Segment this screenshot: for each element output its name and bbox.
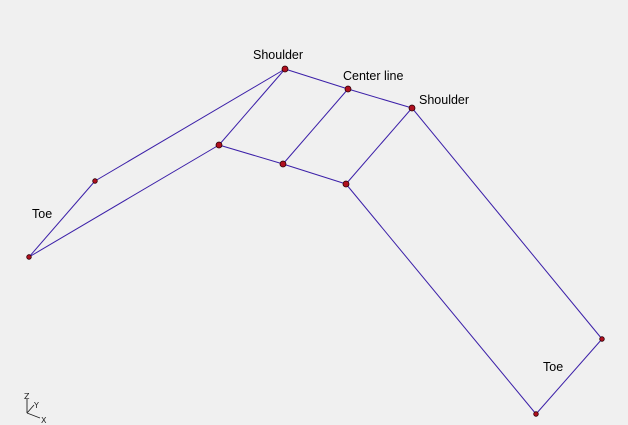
axis-triad-z-label: Z	[24, 392, 30, 401]
edge-shoulder-left-to-centerline	[284, 68, 349, 90]
axis-triad-x-line	[26, 412, 41, 419]
node-outer-left[interactable]	[92, 178, 98, 184]
node-inner-mid[interactable]	[279, 160, 287, 168]
edge-shoulder-right-to-toe-right	[411, 107, 603, 340]
mesh-nodes[interactable]	[26, 65, 605, 417]
edge-toe-left-to-inner	[28, 144, 220, 258]
axis-triad-y-label: Y	[33, 401, 39, 410]
mesh-edges	[28, 68, 603, 415]
node-toe-left[interactable]	[26, 254, 32, 260]
node-toe-right-bottom[interactable]	[533, 411, 539, 417]
label-shoulder-right: Shoulder	[419, 93, 469, 107]
node-centerline-top[interactable]	[344, 85, 352, 93]
axis-triad-x-label: X	[41, 416, 47, 425]
edge-tie-shoulder-left	[218, 68, 286, 146]
node-toe-right-top[interactable]	[599, 336, 605, 342]
node-shoulder-left[interactable]	[281, 65, 289, 73]
edge-tie-shoulder-right	[345, 107, 413, 185]
node-inner-left[interactable]	[215, 141, 223, 149]
axis-triad: Z Y X	[24, 392, 47, 425]
edge-inner-right-to-toe-bottom	[345, 183, 537, 415]
axis-triad-y-line	[26, 404, 35, 414]
annotations: Shoulder Center line Shoulder Toe Toe	[32, 48, 563, 374]
edge-outer-left-to-shoulder-left	[94, 68, 286, 182]
label-shoulder-left: Shoulder	[253, 48, 303, 62]
label-center-line: Center line	[343, 69, 403, 83]
node-shoulder-right[interactable]	[408, 104, 416, 112]
edge-centerline-to-shoulder-right	[347, 88, 413, 109]
edge-inner-left-to-inner-mid	[218, 144, 284, 165]
edge-toe-left-to-shoulder-left	[28, 180, 96, 258]
edge-toe-right-end	[535, 338, 603, 415]
label-toe-right: Toe	[543, 360, 563, 374]
edge-inner-mid-to-inner-right	[282, 163, 347, 185]
edge-tie-centerline	[282, 88, 349, 165]
node-inner-right[interactable]	[342, 180, 350, 188]
label-toe-left: Toe	[32, 207, 52, 221]
